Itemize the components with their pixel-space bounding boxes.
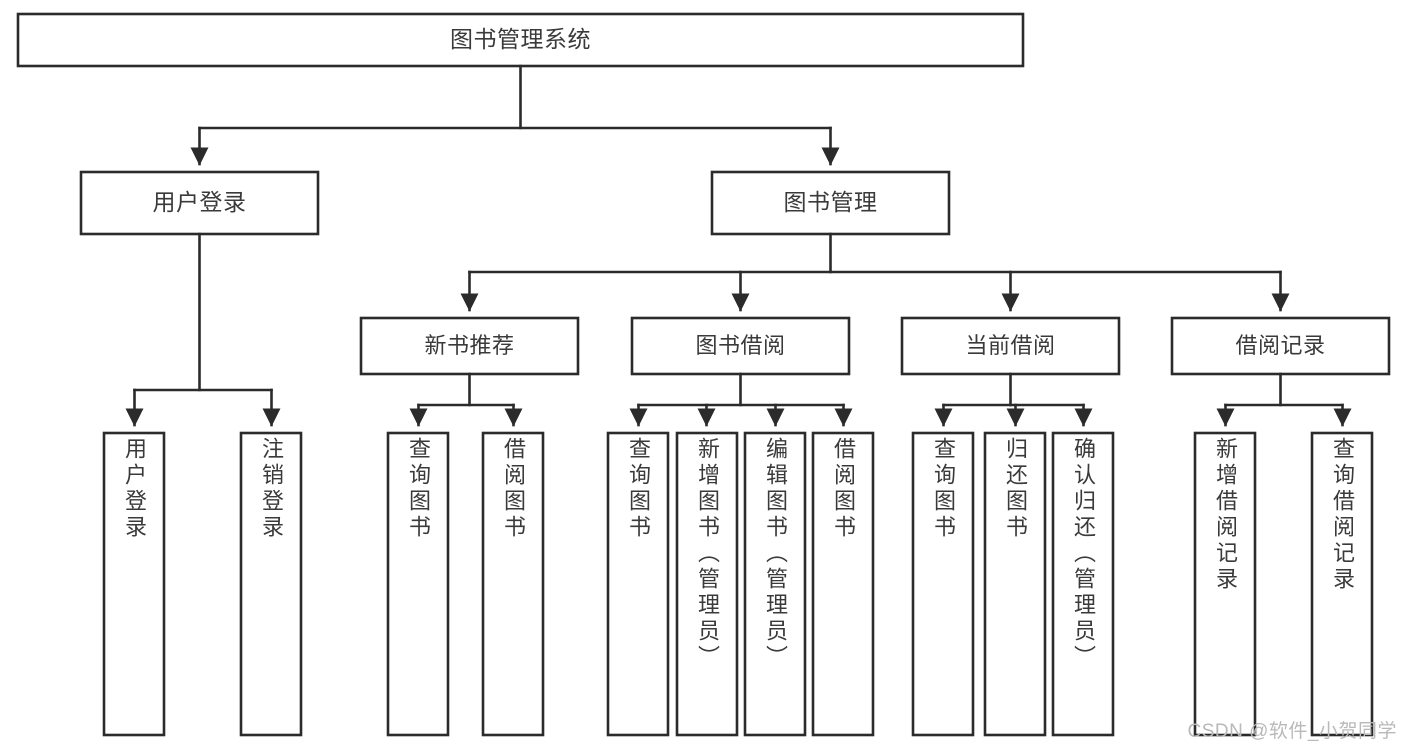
box-leaf-query-book-current [911,431,975,737]
connector-book-manage-to-level3 [460,232,1290,312]
connector-new-book-recommend-to-leaves [409,372,523,427]
node-leaf-confirm-return[interactable]: 确认归还（管理员） [1053,433,1113,735]
node-rectangles [16,12,1391,737]
box-current-borrow [900,316,1121,376]
box-leaf-add-book [675,431,739,737]
node-label-leaf-logout-login: 注销登录 [258,437,284,541]
node-label-current-borrow: 当前借阅 [965,333,1056,359]
box-leaf-borrow-book [811,431,875,737]
box-leaf-query-book-borrow [606,431,670,737]
node-leaf-edit-book[interactable]: 编辑图书（管理员） [745,433,805,735]
box-root [16,12,1025,68]
node-leaf-query-book-current[interactable]: 查询图书 [913,433,973,735]
box-leaf-query-book-rec [386,431,450,737]
node-leaf-borrow-book[interactable]: 借阅图书 [813,433,873,735]
node-leaf-logout-login[interactable]: 注销登录 [241,433,301,735]
node-label-leaf-return-book: 归还图书 [1002,437,1028,541]
node-label-leaf-borrow-book-rec: 借阅图书 [500,437,526,541]
node-leaf-add-record[interactable]: 新增借阅记录 [1195,433,1255,735]
node-label-leaf-edit-book: 编辑图书（管理员） [762,437,788,671]
node-leaf-user-login[interactable]: 用户登录 [104,433,164,735]
box-leaf-logout-login [239,431,303,737]
connector-user-login-to-leaves [125,232,281,427]
box-leaf-user-login [102,431,166,737]
node-label-new-book-recommend: 新书推荐 [424,333,515,359]
node-root[interactable]: 图书管理系统 [18,14,1023,66]
node-label-user-login: 用户登录 [152,189,247,216]
connector-root-to-level2 [190,64,840,166]
node-borrow-record[interactable]: 借阅记录 [1172,318,1389,374]
node-label-leaf-query-book-current: 查询图书 [930,437,956,541]
node-label-book-borrow: 图书借阅 [695,333,786,359]
box-new-book-recommend [359,316,580,376]
node-label-leaf-query-record: 查询借阅记录 [1329,437,1355,593]
connector-current-borrow-to-leaves [934,372,1093,427]
node-label-leaf-query-book-borrow: 查询图书 [625,437,651,541]
node-label-leaf-confirm-return: 确认归还（管理员） [1070,437,1096,671]
box-leaf-add-record [1193,431,1257,737]
node-current-borrow[interactable]: 当前借阅 [902,318,1119,374]
node-leaf-query-record[interactable]: 查询借阅记录 [1312,433,1372,735]
node-book-borrow[interactable]: 图书借阅 [632,318,849,374]
node-new-book-recommend[interactable]: 新书推荐 [361,318,578,374]
box-leaf-return-book [983,431,1047,737]
node-leaf-return-book[interactable]: 归还图书 [985,433,1045,735]
node-label-book-manage: 图书管理 [783,189,878,216]
node-book-manage[interactable]: 图书管理 [712,172,949,234]
node-label-leaf-query-book-rec: 查询图书 [405,437,431,541]
node-label-borrow-record: 借阅记录 [1235,333,1326,359]
node-label-root: 图书管理系统 [450,26,591,53]
connector-book-borrow-to-leaves [629,372,853,427]
node-label-leaf-add-record: 新增借阅记录 [1212,437,1238,593]
box-user-login [79,170,320,236]
csdn-watermark: CSDN @软件_小贺同学 [1187,721,1397,742]
connector-borrow-record-to-leaves [1216,372,1352,427]
node-leaf-query-book-rec[interactable]: 查询图书 [388,433,448,735]
node-leaf-query-book-borrow[interactable]: 查询图书 [608,433,668,735]
node-label-leaf-borrow-book: 借阅图书 [830,437,856,541]
box-leaf-edit-book [743,431,807,737]
node-label-leaf-user-login: 用户登录 [121,437,147,541]
box-leaf-confirm-return [1051,431,1115,737]
node-label-leaf-add-book: 新增图书（管理员） [694,437,720,671]
node-leaf-borrow-book-rec[interactable]: 借阅图书 [483,433,543,735]
node-user-login[interactable]: 用户登录 [81,172,318,234]
node-leaf-add-book[interactable]: 新增图书（管理员） [677,433,737,735]
box-leaf-borrow-book-rec [481,431,545,737]
box-leaf-query-record [1310,431,1374,737]
